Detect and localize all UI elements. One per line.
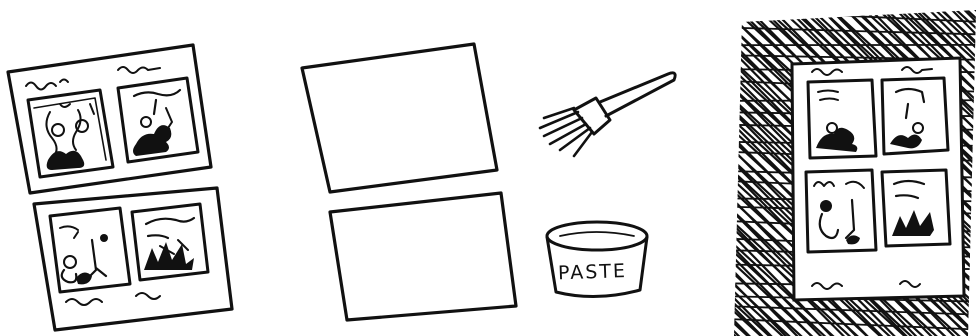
paste-jar-label: PASTE	[558, 260, 628, 284]
brush-icon	[540, 73, 675, 156]
pasted-collage	[337, 8, 979, 336]
paste-jar-icon: PASTE	[547, 222, 647, 297]
blank-boards-and-brush: PASTE	[302, 44, 675, 320]
sketched-pages	[8, 45, 232, 330]
page-bottom	[34, 188, 232, 330]
blank-board-bottom	[330, 193, 516, 320]
blank-board-top	[302, 44, 497, 192]
page-top	[8, 45, 211, 193]
collage-sheet	[792, 58, 964, 300]
